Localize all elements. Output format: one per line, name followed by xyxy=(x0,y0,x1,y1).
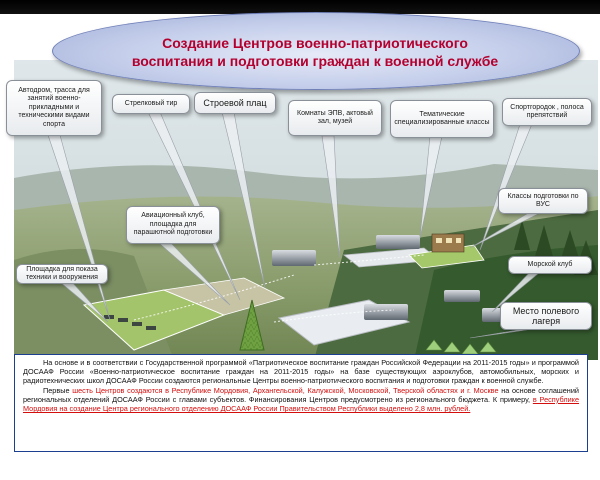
callout-komnaty-opv-text: Комнаты ЭПВ, актовый зал, музей xyxy=(297,109,373,125)
callout-autodrom: Автодром, трасса для занятий военно-прик… xyxy=(6,80,102,136)
callout-aviaclub: Авиационный клуб, площадка для парашютно… xyxy=(126,206,220,244)
callout-klassy-vus: Классы подготовки по ВУС xyxy=(498,188,588,214)
title-ellipse xyxy=(52,12,580,90)
callout-sportgorodok: Спортгородок , полоса препятствий xyxy=(502,98,592,126)
paragraph-2-middle: на основе соглашений региональных отделе… xyxy=(23,385,579,404)
page-title: Создание Центров военно-патриотического … xyxy=(110,34,520,70)
paragraph-2-start: Первые xyxy=(43,385,73,395)
paragraph-2-link[interactable]: в Республике Мордовия на создание Центра… xyxy=(23,394,580,414)
callout-sportgorodok-text: Спортгородок , полоса препятствий xyxy=(510,103,584,119)
callout-mesto-lagerya-text: Место полевого лагеря xyxy=(512,306,580,326)
title-line-1: Создание Центров военно-патриотического xyxy=(162,35,468,51)
paragraph-2: Первые шесть Центров создаются в Республ… xyxy=(23,386,579,414)
callout-strelkovy-tir: Стрелковый тир xyxy=(112,94,190,114)
callout-stroevoy-plac: Строевой плац xyxy=(194,92,276,114)
callout-strelkovy-tir-text: Стрелковый тир xyxy=(124,99,178,107)
title-line-2: воспитания и подготовки граждан к военно… xyxy=(131,53,499,69)
description-textbox: На основе и в соответствии с Государстве… xyxy=(14,354,588,452)
callout-komnaty-opv: Комнаты ЭПВ, актовый зал, музей xyxy=(288,100,382,136)
callout-tematicheskie: Тематические специализированные классы xyxy=(390,100,494,138)
callout-morskoy-club: Морской клуб xyxy=(508,256,592,274)
top-stripe xyxy=(0,0,600,14)
callout-klassy-vus-text: Классы подготовки по ВУС xyxy=(507,192,579,208)
callout-ploshchadka: Площадка для показа техники и вооружения xyxy=(16,264,108,284)
paragraph-1: На основе и в соответствии с Государстве… xyxy=(23,358,579,386)
callout-autodrom-text: Автодром, трасса для занятий военно-прик… xyxy=(18,86,90,128)
callout-ploshchadka-text: Площадка для показа техники и вооружения xyxy=(26,265,98,281)
paragraph-2-highlight: шесть Центров создаются в Республике Мор… xyxy=(72,385,499,395)
callout-morskoy-club-text: Морской клуб xyxy=(527,260,573,268)
callout-stroevoy-plac-text: Строевой плац xyxy=(203,98,267,108)
callout-mesto-lagerya: Место полевого лагеря xyxy=(500,302,592,330)
callout-aviaclub-text: Авиационный клуб, площадка для парашютно… xyxy=(133,212,213,237)
callout-tematicheskie-text: Тематические специализированные классы xyxy=(394,110,490,126)
